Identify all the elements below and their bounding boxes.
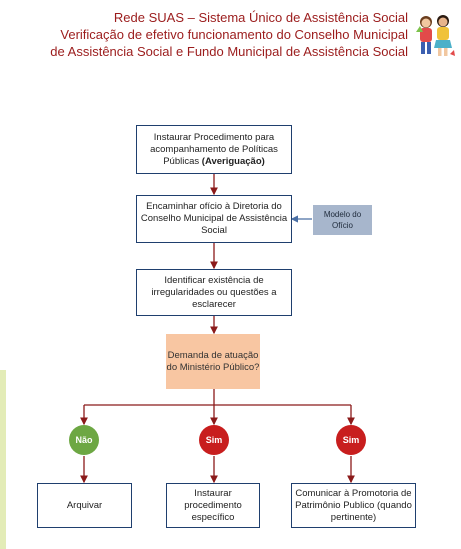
branch-sim-right-label: Sim	[342, 435, 360, 445]
left-accent-bar	[0, 370, 6, 549]
branch-nao-label: Não	[75, 435, 93, 445]
header-title-line-3: de Assistência Social e Fundo Municipal …	[50, 44, 408, 59]
branch-sim-middle-label: Sim	[205, 435, 223, 445]
branch-sim-right-circle: Sim	[336, 425, 366, 455]
children-logo-icon	[416, 15, 455, 56]
outcome-arquivar: Arquivar	[37, 483, 132, 528]
step-encaminhar-oficio: Encaminhar ofício à Diretoria do Conselh…	[136, 195, 292, 243]
outcome-instaurar-text: Instaurar procedimento específico	[184, 487, 242, 523]
decision-text: Demanda de atuação do Ministério Público…	[166, 349, 260, 373]
step-encaminhar-text: Encaminhar ofício à Diretoria do Conselh…	[140, 201, 288, 236]
outcome-instaurar-procedimento: Instaurar procedimento específico	[166, 483, 260, 528]
outcome-comunicar-promotoria: Comunicar à Promotoria de Patrimônio Pub…	[291, 483, 416, 528]
outcome-comunicar-text: Comunicar à Promotoria de Patrimônio Pub…	[295, 487, 412, 523]
step-instaurar-text: Instaurar Procedimento para acompanhamen…	[150, 131, 278, 167]
decision-demanda-ministerio: Demanda de atuação do Ministério Público…	[166, 334, 260, 389]
model-oficio-text: Modelo do Ofício	[323, 210, 362, 230]
outcome-arquivar-text: Arquivar	[66, 499, 103, 511]
step-instaurar-bold: (Averiguação)	[201, 155, 265, 167]
step-identificar-irregularidades: Identificar existência de irregularidade…	[136, 269, 292, 316]
step-instaurar-procedimento: Instaurar Procedimento para acompanhamen…	[136, 125, 292, 174]
step-identificar-text: Identificar existência de irregularidade…	[151, 274, 277, 310]
header-title-line-1: Rede SUAS – Sistema Único de Assistência…	[113, 10, 408, 25]
header-title-line-2: Verificação de efetivo funcionamento do …	[60, 27, 408, 42]
branch-nao-circle: Não	[69, 425, 99, 455]
branch-sim-middle-circle: Sim	[199, 425, 229, 455]
model-oficio-box: Modelo do Ofício	[313, 205, 372, 235]
